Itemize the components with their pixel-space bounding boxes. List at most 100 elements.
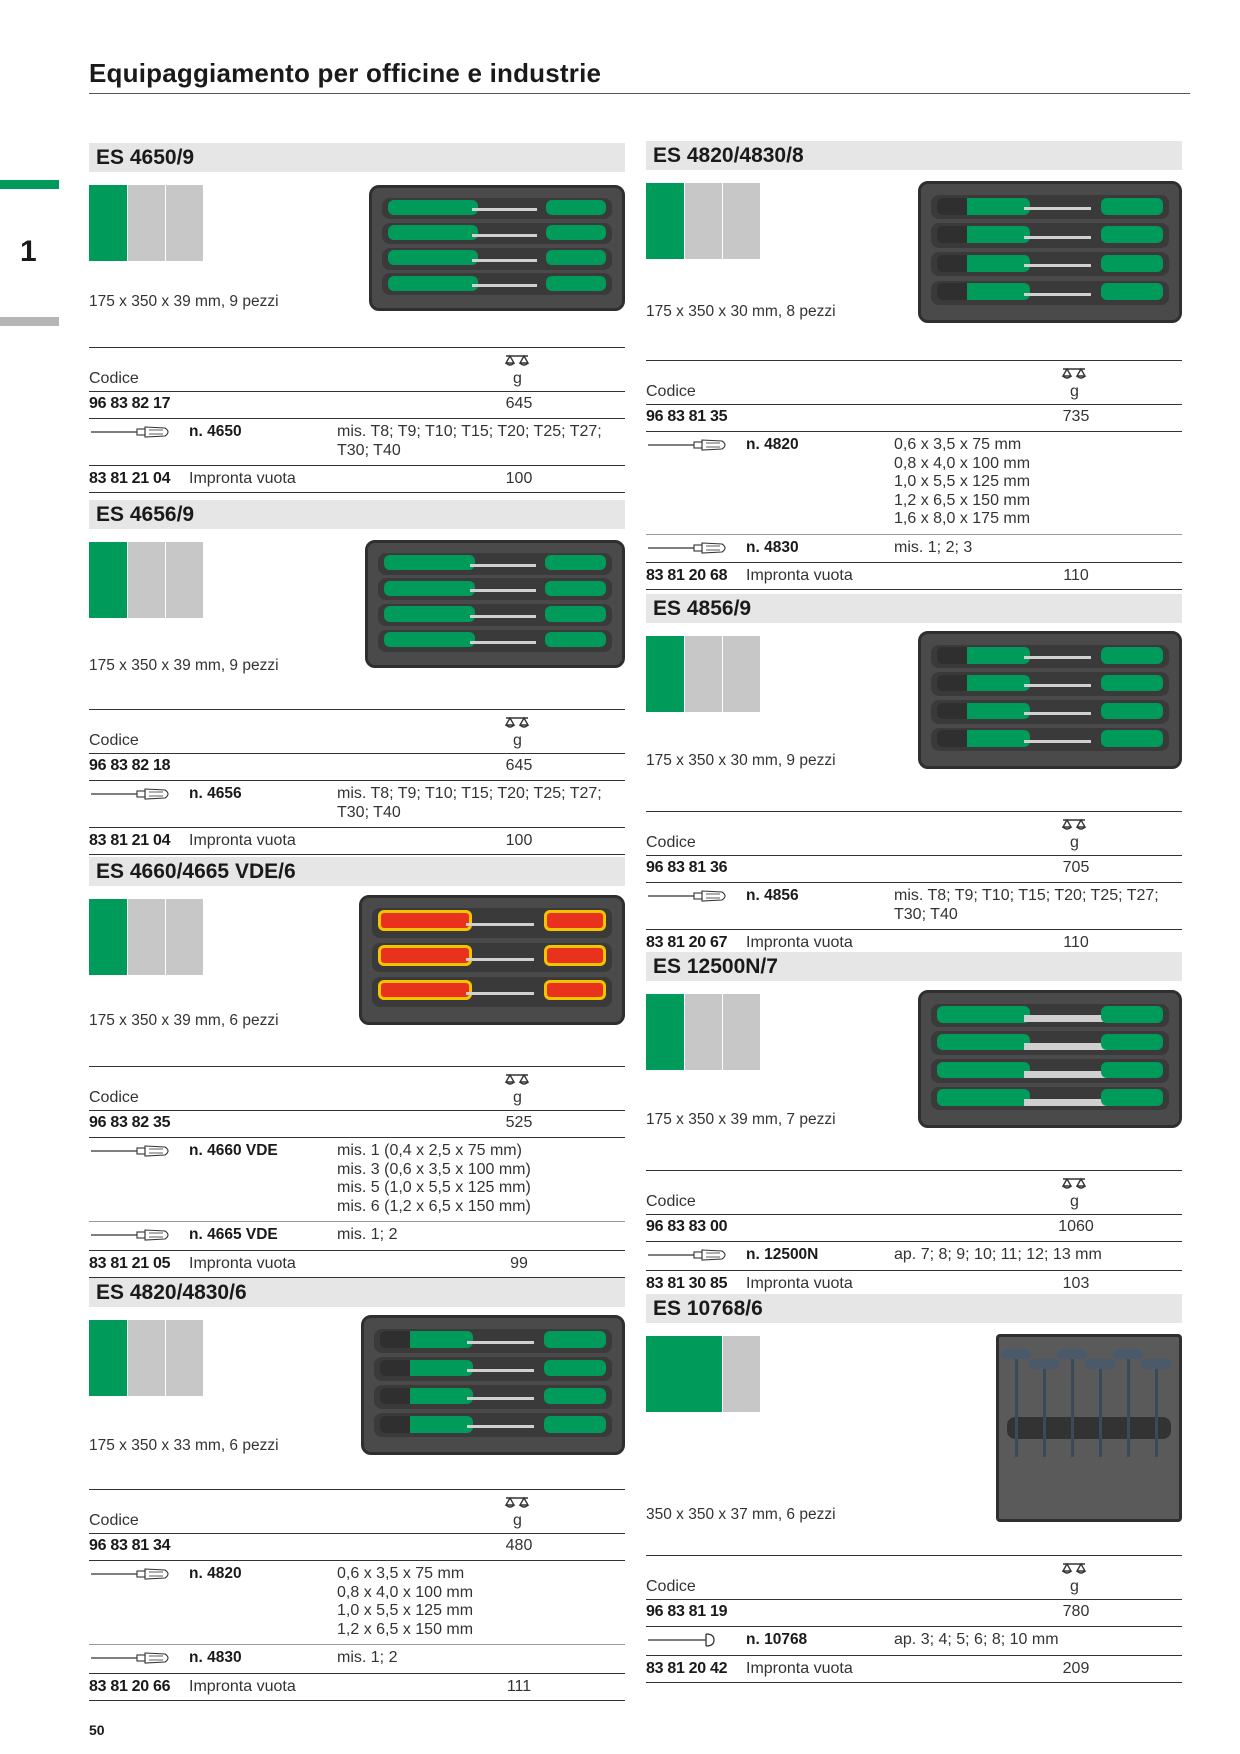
empty-tray-code: 83 81 20 67 <box>646 934 728 951</box>
screwdriver-handle <box>1101 702 1163 720</box>
swatch-gray <box>166 185 203 261</box>
rule <box>89 709 625 710</box>
screwdriver-handle <box>546 250 606 266</box>
set-weight: 705 <box>1062 859 1090 876</box>
screwdriver-handle <box>378 945 472 966</box>
product-photo <box>918 631 1182 769</box>
screwdriver-handle <box>378 910 472 932</box>
product-photo <box>996 1334 1182 1522</box>
color-swatches <box>646 1336 760 1412</box>
set-code: 96 83 83 00 <box>646 1218 728 1235</box>
rule <box>646 431 1182 432</box>
weight-scale-icon <box>1061 367 1087 379</box>
tool-spec-line: mis. 1; 2 <box>337 1226 398 1243</box>
screwdriver-handle <box>1101 283 1163 301</box>
swatch-gray <box>685 636 722 712</box>
weight-scale-icon <box>1061 818 1087 830</box>
empty-tray-code: 83 81 21 04 <box>89 832 171 849</box>
section-title: ES 12500N/7 <box>646 952 1182 981</box>
tool-spec-line: 0,8 x 4,0 x 100 mm <box>337 1583 474 1601</box>
section-overview: 175 x 350 x 39 mm, 9 pezzi <box>89 172 625 347</box>
hex-shaft <box>1043 1369 1046 1457</box>
screwdriver-handle <box>937 1061 1030 1079</box>
screwdriver-handle <box>388 275 478 291</box>
tool-number: n. 12500N <box>746 1246 819 1263</box>
screwdriver-shaft <box>467 1397 535 1401</box>
tool-spec-line: mis. T8; T9; T10; T15; T20; T25; T27; <box>337 785 602 802</box>
dimensions-text: 350 x 350 x 37 mm, 6 pezzi <box>646 1506 836 1523</box>
tool-spec-line: mis. T8; T9; T10; T15; T20; T25; T27; <box>337 423 602 440</box>
screwdriver-handle <box>384 632 476 648</box>
tool-spec: mis. 1; 2 <box>337 1649 397 1668</box>
tool-number: n. 4656 <box>189 785 242 802</box>
set-code-row: 96 83 81 36 705 <box>646 855 1182 882</box>
empty-tray-code: 83 81 20 42 <box>646 1659 728 1677</box>
screwdriver-handle <box>1101 254 1163 272</box>
dimensions-text: 175 x 350 x 39 mm, 9 pezzi <box>89 293 279 310</box>
rule <box>89 1276 625 1278</box>
rule <box>646 1599 1182 1600</box>
section-overview: 175 x 350 x 30 mm, 8 pezzi <box>646 170 1182 360</box>
weight-scale-icon <box>504 716 530 728</box>
section-title: ES 10768/6 <box>646 1294 1182 1323</box>
product-photo <box>359 895 625 1025</box>
screwdriver-handle <box>380 1387 473 1405</box>
weight-scale-icon <box>1061 1562 1087 1574</box>
screwdriver-handle <box>388 200 478 215</box>
torx-screwdriver-icon <box>91 788 169 800</box>
screwdriver-handle <box>546 200 606 215</box>
rule <box>646 882 1182 883</box>
weight-unit: g <box>513 370 522 387</box>
screwdriver-shaft <box>469 589 536 593</box>
chapter-marker-gray <box>0 317 59 326</box>
screwdriver-shaft <box>1024 1043 1112 1051</box>
hex-shaft <box>1155 1369 1158 1457</box>
torx-screwdriver-icon <box>648 890 726 902</box>
rule <box>89 1066 625 1067</box>
tool-number: n. 4856 <box>746 887 799 904</box>
tool-spec-line: 0,6 x 3,5 x 75 mm <box>337 1565 465 1582</box>
screwdriver-handle <box>1101 1033 1163 1051</box>
tool-spec: mis. 1; 2 <box>337 1226 397 1245</box>
section-title: ES 4656/9 <box>89 500 625 529</box>
tool-spec-line: T30; T40 <box>894 905 958 923</box>
tool-spec-line: T30; T40 <box>337 803 401 821</box>
screwdriver-shaft <box>1024 235 1092 239</box>
rule <box>89 418 625 419</box>
vde-phillips-screwdriver-icon <box>91 1229 169 1241</box>
screwdriver-handle <box>543 945 606 966</box>
screwdriver-handle <box>388 250 478 266</box>
tool-spec-line: 1,2 x 6,5 x 150 mm <box>337 1620 474 1638</box>
swatch-gray <box>166 899 203 975</box>
color-swatches <box>89 899 203 975</box>
tool-spec: ap. 7; 8; 9; 10; 11; 12; 13 mm <box>894 1246 1102 1265</box>
rule <box>89 1489 625 1490</box>
codice-label: Codice <box>646 1193 696 1210</box>
swatch-gray <box>685 183 722 259</box>
screwdriver-handle <box>380 1331 473 1349</box>
rule <box>646 1170 1182 1171</box>
screwdriver-handle <box>544 1387 606 1405</box>
set-code: 96 83 82 17 <box>89 395 171 412</box>
set-weight: 525 <box>505 1114 533 1131</box>
swatch-green <box>89 542 127 618</box>
empty-tray-label: Impronta vuota <box>746 934 853 951</box>
weight-scale-icon <box>1061 1177 1087 1189</box>
swatch-gray <box>723 1336 760 1412</box>
tool-spec-line: 1,6 x 8,0 x 175 mm <box>894 510 1031 527</box>
tool-spec-line: mis. 1; 2; 3 <box>894 538 973 556</box>
tool-number: n. 4650 <box>189 423 242 440</box>
screwdriver-handle <box>1101 674 1163 692</box>
swatch-green <box>646 1336 722 1412</box>
phillips-screwdriver-icon <box>91 1652 169 1664</box>
set-code: 96 83 81 36 <box>646 859 728 876</box>
hex-shaft <box>1099 1369 1102 1457</box>
empty-tray-label: Impronta vuota <box>189 832 296 849</box>
